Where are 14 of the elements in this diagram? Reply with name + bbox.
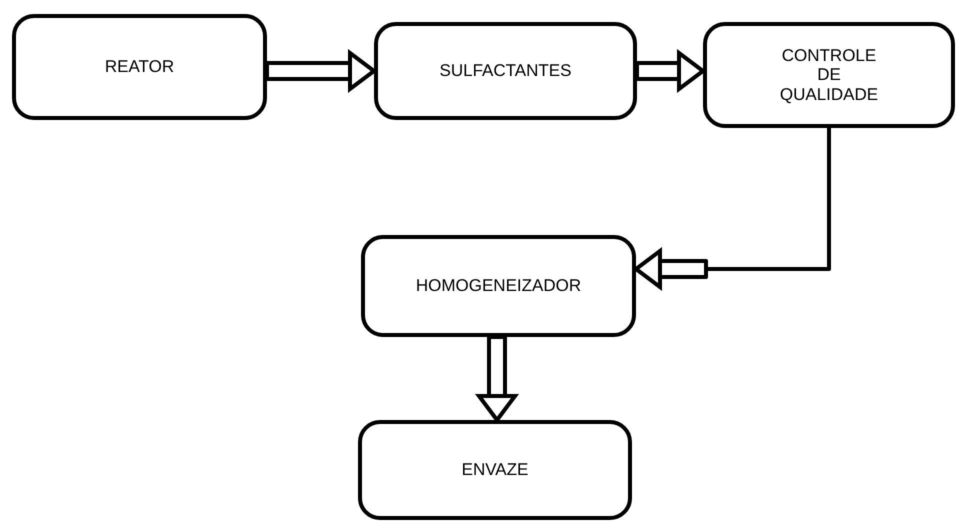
block-arrow bbox=[265, 51, 376, 91]
process-box bbox=[12, 14, 267, 120]
process-label: REATOR bbox=[104, 57, 174, 77]
block-arrow bbox=[634, 128, 831, 289]
block-arrow bbox=[477, 335, 517, 422]
process-box bbox=[374, 22, 637, 120]
process-label: ENVAZE bbox=[462, 460, 528, 480]
process-box bbox=[361, 235, 636, 337]
process-label: SULFACTANTES bbox=[440, 61, 572, 81]
block-arrow bbox=[635, 51, 705, 91]
process-box bbox=[703, 22, 955, 128]
process-box bbox=[358, 420, 632, 520]
process-label: HOMOGENEIZADOR bbox=[416, 276, 582, 296]
process-label: CONTROLE DE QUALIDADE bbox=[778, 46, 880, 104]
